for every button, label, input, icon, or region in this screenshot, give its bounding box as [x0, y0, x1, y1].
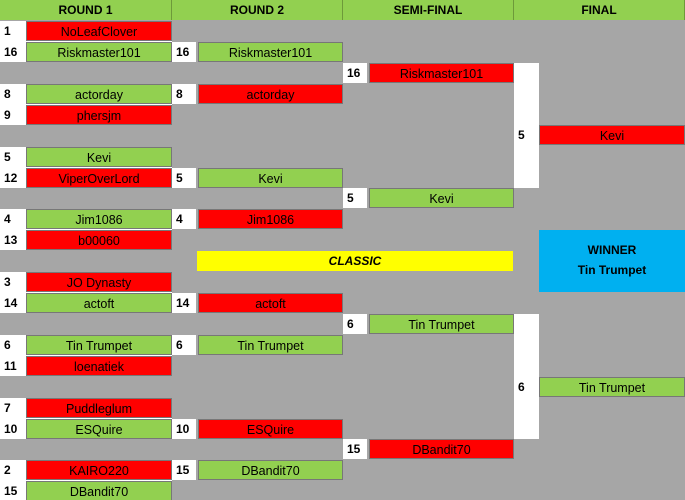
final-player-1: Kevi: [539, 125, 685, 145]
round1-seed-2: 16: [0, 42, 24, 62]
round2-seed-7: 10: [172, 419, 196, 439]
round1-player-4: phersjm: [26, 105, 172, 125]
round1-player-3: actorday: [26, 84, 172, 104]
round1-player-15: KAIRO220: [26, 460, 172, 480]
header-round-2: ROUND 2: [172, 0, 343, 20]
round2-seed-6: 6: [172, 335, 196, 355]
round1-player-11: Tin Trumpet: [26, 335, 172, 355]
round1-player-8: b00060: [26, 230, 172, 250]
semifinal-player-4: DBandit70: [369, 439, 514, 459]
header-round-1: ROUND 1: [0, 0, 172, 20]
winner-box: WINNER Tin Trumpet: [539, 230, 685, 292]
round1-player-13: Puddleglum: [26, 398, 172, 418]
round1-seed-10: 14: [0, 293, 24, 313]
winner-label: WINNER: [587, 243, 637, 257]
semifinal-seed-3: 6: [343, 314, 367, 334]
semifinal-player-2: Kevi: [369, 188, 514, 208]
round2-player-1: Riskmaster101: [198, 42, 343, 62]
round2-player-4: Jim1086: [198, 209, 343, 229]
final-seed-2: 6: [514, 377, 538, 397]
round2-seed-5: 14: [172, 293, 196, 313]
semifinal-seed-2: 5: [343, 188, 367, 208]
round1-player-6: ViperOverLord: [26, 168, 172, 188]
semifinal-player-1: Riskmaster101: [369, 63, 514, 83]
round1-seed-14: 10: [0, 419, 24, 439]
round1-seed-11: 6: [0, 335, 24, 355]
round2-player-5: actoft: [198, 293, 343, 313]
semifinal-seed-1: 16: [343, 63, 367, 83]
round1-seed-8: 13: [0, 230, 24, 250]
final-player-2: Tin Trumpet: [539, 377, 685, 397]
round2-seed-8: 15: [172, 460, 196, 480]
round2-seed-3: 5: [172, 168, 196, 188]
round1-seed-7: 4: [0, 209, 24, 229]
round2-player-6: Tin Trumpet: [198, 335, 343, 355]
round1-player-2: Riskmaster101: [26, 42, 172, 62]
round1-seed-12: 11: [0, 356, 24, 376]
bracket-connector-sf-2: [514, 314, 539, 439]
header-final: FINAL: [514, 0, 685, 20]
round2-seed-2: 8: [172, 84, 196, 104]
round1-player-16: DBandit70: [26, 481, 172, 500]
semifinal-player-3: Tin Trumpet: [369, 314, 514, 334]
round2-player-2: actorday: [198, 84, 343, 104]
final-seed-1: 5: [514, 125, 538, 145]
round1-player-5: Kevi: [26, 147, 172, 167]
round1-seed-1: 1: [0, 21, 24, 41]
round1-seed-16: 15: [0, 481, 24, 500]
round1-seed-5: 5: [0, 147, 24, 167]
classic-label: CLASSIC: [197, 251, 513, 271]
round1-seed-13: 7: [0, 398, 24, 418]
round1-seed-3: 8: [0, 84, 24, 104]
winner-name: Tin Trumpet: [577, 263, 647, 277]
round2-seed-4: 4: [172, 209, 196, 229]
round2-seed-1: 16: [172, 42, 196, 62]
round1-player-10: actoft: [26, 293, 172, 313]
header-semi-final: SEMI-FINAL: [343, 0, 514, 20]
round1-seed-15: 2: [0, 460, 24, 480]
semifinal-seed-4: 15: [343, 439, 367, 459]
round1-player-7: Jim1086: [26, 209, 172, 229]
round1-seed-9: 3: [0, 272, 24, 292]
round2-player-7: ESQuire: [198, 419, 343, 439]
round1-player-12: loenatiek: [26, 356, 172, 376]
round2-player-8: DBandit70: [198, 460, 343, 480]
round1-player-9: JO Dynasty: [26, 272, 172, 292]
round1-player-1: NoLeafClover: [26, 21, 172, 41]
round2-player-3: Kevi: [198, 168, 343, 188]
round1-seed-6: 12: [0, 168, 24, 188]
round1-player-14: ESQuire: [26, 419, 172, 439]
round1-seed-4: 9: [0, 105, 24, 125]
